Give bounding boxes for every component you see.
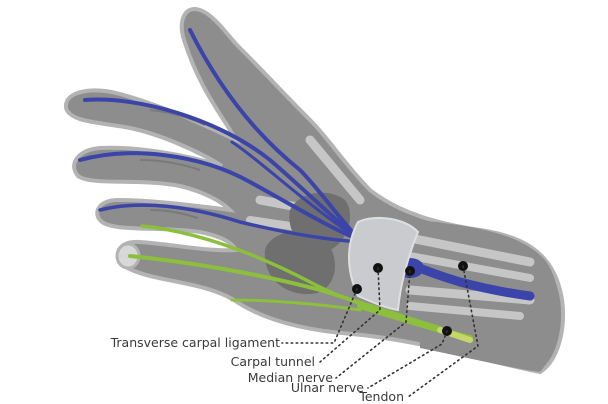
tendon-strip [406, 302, 524, 320]
finger-crease-3 [149, 209, 199, 219]
finger-crease-2 [139, 159, 201, 171]
tendon-strip [305, 135, 365, 205]
ulnar-nerve-branch [230, 298, 362, 312]
label-median-nerve: Median nerve [248, 370, 334, 385]
tendon-strip [406, 252, 534, 282]
median-nerve-branch [78, 151, 362, 242]
labels: Transverse carpal ligament Carpal tunnel… [110, 335, 404, 404]
leader-ulnar-nerve [367, 330, 448, 389]
leader-tendon [407, 265, 479, 398]
leader-carpal-tunnel [319, 267, 381, 363]
median-nerve-branch [98, 203, 362, 244]
leader-lines [281, 265, 479, 398]
ulnar-nerve [128, 224, 473, 343]
median-nerve-branch [83, 97, 362, 242]
median-nerve-branch [188, 28, 362, 242]
tendon-strip [405, 233, 535, 267]
leader-transverse-carpal-ligament [281, 288, 358, 344]
median-nerve-branch [230, 140, 362, 242]
label-transverse-carpal-ligament: Transverse carpal ligament [110, 335, 280, 350]
hand-silhouette [63, 7, 565, 375]
carpal-bone [264, 231, 335, 295]
leader-median-nerve [335, 270, 411, 379]
label-carpal-tunnel: Carpal tunnel [231, 354, 315, 369]
tendon-strip [405, 285, 535, 305]
label-tendon: Tendon [358, 389, 404, 404]
label-ulnar-nerve: Ulnar nerve [291, 380, 364, 395]
transverse-carpal-ligament-band [348, 216, 420, 312]
